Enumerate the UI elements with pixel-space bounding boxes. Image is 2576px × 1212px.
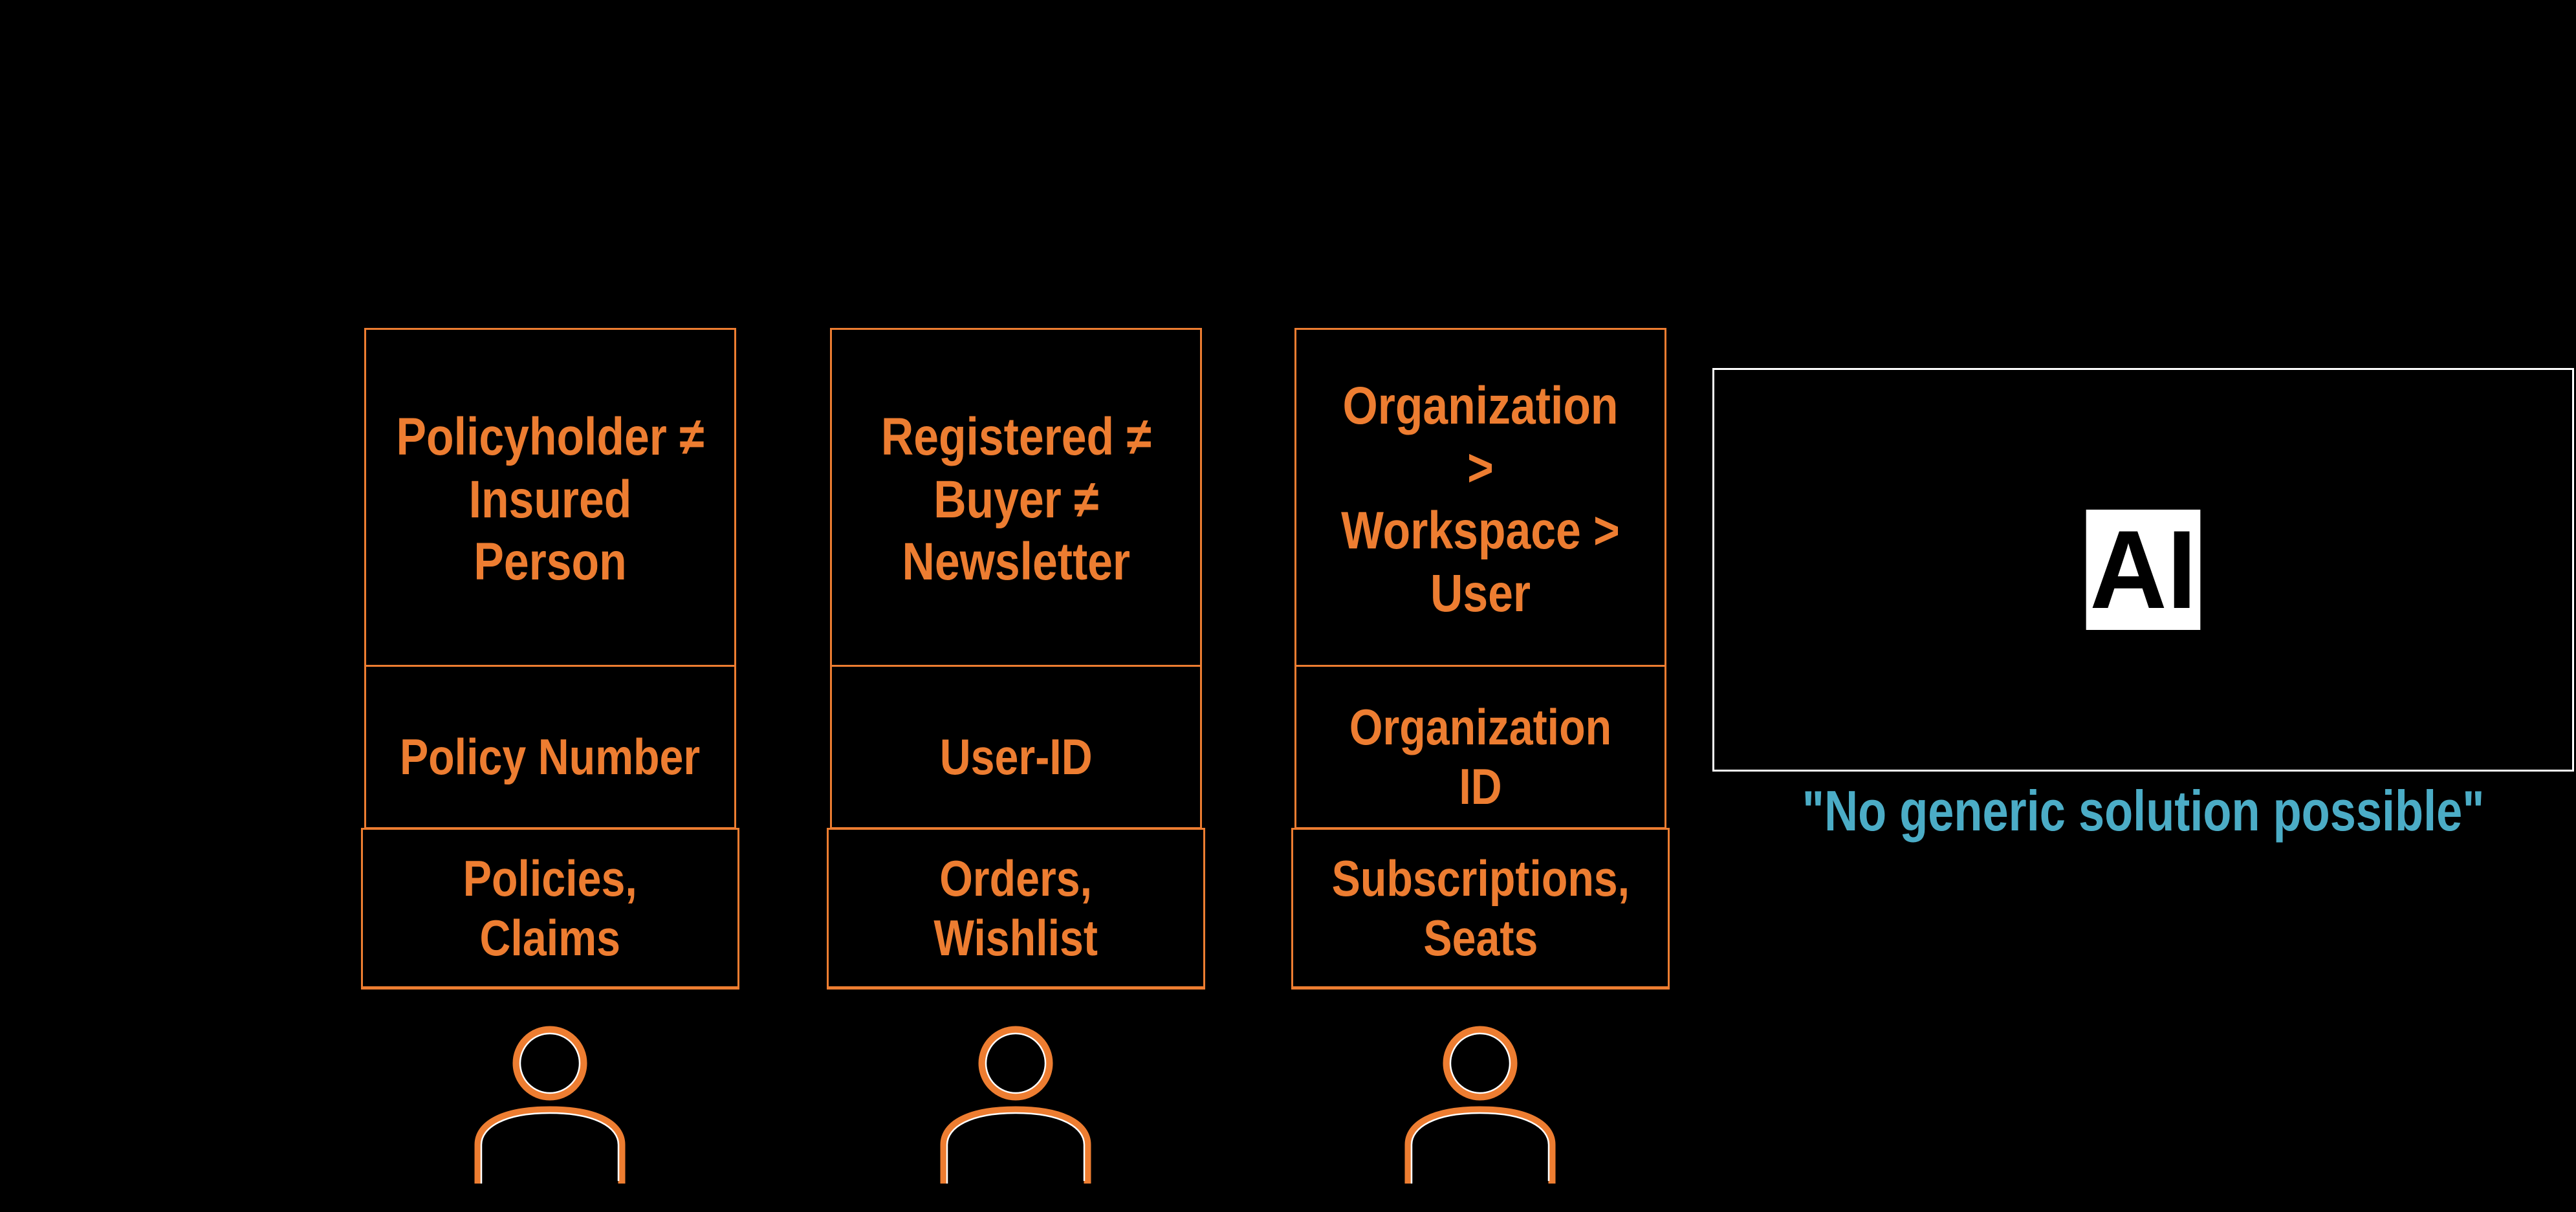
ai-panel: AI: [1712, 368, 2574, 772]
ai-badge-label: AI: [2090, 508, 2197, 632]
entity-card-saas: Organization > Workspace > User Organiza…: [1291, 328, 1670, 990]
ai-badge: AI: [2086, 510, 2201, 630]
card-title: Registered ≠ Buyer ≠ Newsletter: [880, 407, 1152, 592]
card-identifier-box: Policy Number: [364, 665, 736, 829]
card-identifier-box: User-ID: [830, 665, 1202, 829]
person-icon: [940, 1026, 1091, 1184]
entity-card-shop: Registered ≠ Buyer ≠ Newsletter User-ID …: [827, 328, 1205, 990]
card-data-label: Orders, Wishlist: [933, 849, 1098, 966]
card-identifier-box: Organization ID: [1294, 665, 1666, 829]
person-icon: [474, 1026, 626, 1184]
card-title-box: Organization > Workspace > User: [1294, 328, 1666, 667]
card-data-label: Subscriptions, Seats: [1331, 849, 1630, 966]
person-icon: [1404, 1026, 1556, 1184]
entity-card-insurance: Policyholder ≠ Insured Person Policy Num…: [361, 328, 739, 990]
card-data-box: Policies, Claims: [361, 828, 739, 990]
card-identifier: User-ID: [939, 728, 1093, 785]
card-title-box: Policyholder ≠ Insured Person: [364, 328, 736, 667]
card-title: Organization > Workspace > User: [1341, 376, 1620, 623]
card-data-box: Orders, Wishlist: [827, 828, 1205, 990]
ai-quote-wrap: "No generic solution possible": [1712, 778, 2574, 843]
card-identifier: Organization ID: [1349, 698, 1612, 815]
card-data-label: Policies, Claims: [463, 849, 638, 966]
card-data-box: Subscriptions, Seats: [1291, 828, 1670, 990]
card-title: Policyholder ≠ Insured Person: [396, 407, 704, 592]
ai-quote: "No generic solution possible": [1802, 779, 2485, 843]
card-title-box: Registered ≠ Buyer ≠ Newsletter: [830, 328, 1202, 667]
card-identifier: Policy Number: [400, 728, 701, 785]
